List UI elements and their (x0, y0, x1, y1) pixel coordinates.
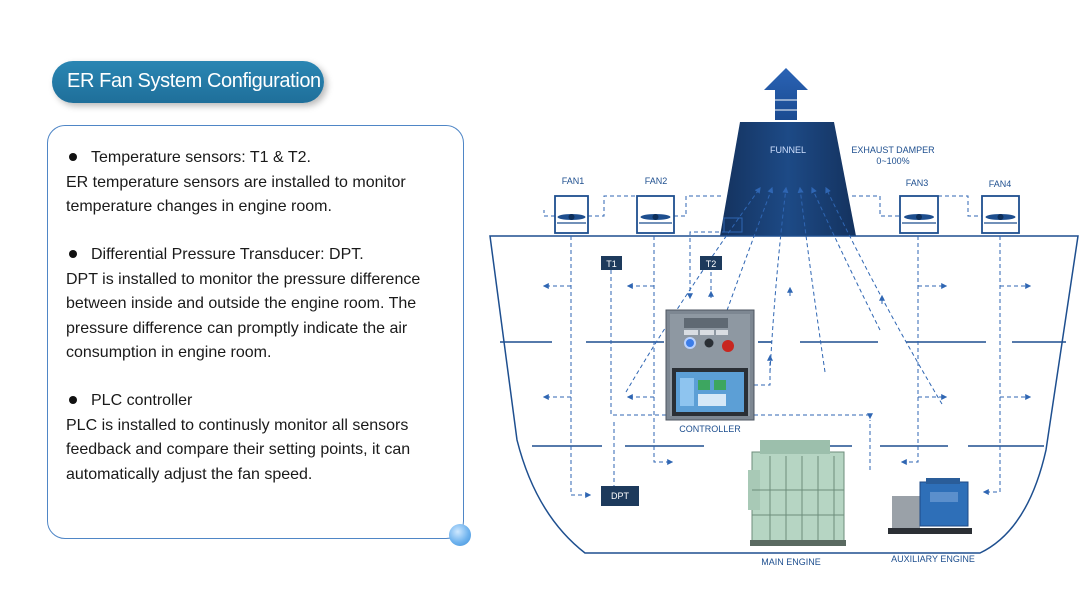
fan-unit (899, 195, 939, 234)
main-engine (748, 440, 846, 546)
fan-label: FAN4 (989, 179, 1012, 189)
controller-label: CONTROLLER (679, 424, 741, 434)
dpt-label: DPT (611, 491, 630, 501)
t1-sensor (601, 256, 622, 270)
auxiliary-engine-label: AUXILIARY ENGINE (891, 554, 975, 564)
bullet-icon (69, 152, 77, 161)
deck-lines (500, 341, 1066, 447)
section-dpt: Differential Pressure Transducer: DPT. D… (66, 243, 456, 366)
funnel-label: FUNNEL (770, 145, 806, 155)
fan-label: FAN2 (645, 176, 668, 186)
dpt-sensor (601, 486, 639, 506)
section-heading: Differential Pressure Transducer: DPT. (91, 246, 364, 263)
hull-outline (489, 235, 1079, 554)
fan-unit (636, 195, 675, 234)
controller-cabinet (665, 309, 755, 421)
section-body: PLC is installed to continusly monitor a… (66, 416, 411, 483)
section-heading: PLC controller (91, 392, 193, 409)
section-heading: Temperature sensors: T1 & T2. (91, 149, 311, 166)
description-card (47, 125, 464, 539)
damper-range-label: 0~100% (876, 156, 909, 166)
section-plc: PLC controller PLC is installed to conti… (66, 389, 456, 487)
exhaust-damper-label: EXHAUST DAMPER (851, 145, 935, 155)
section-body: ER temperature sensors are installed to … (66, 173, 406, 216)
section-body: DPT is installed to monitor the pressure… (66, 270, 421, 362)
t2-label: T2 (706, 259, 717, 269)
t1-label: T1 (606, 259, 617, 269)
decorative-dot (449, 524, 471, 546)
auxiliary-engine (888, 478, 972, 534)
damper-sensor (723, 217, 743, 233)
fan-label: FAN3 (906, 178, 929, 188)
fan-unit (981, 195, 1020, 234)
page-title: ER Fan System Configuration (67, 70, 321, 92)
title-banner: ER Fan System Configuration (52, 61, 324, 103)
t2-sensor (700, 256, 722, 270)
funnel (720, 122, 856, 236)
section-temperature: Temperature sensors: T1 & T2. ER tempera… (66, 146, 456, 220)
fan-unit (554, 195, 589, 234)
exhaust-arrow-icon (764, 68, 808, 120)
bullet-icon (69, 395, 77, 404)
main-engine-label: MAIN ENGINE (761, 557, 821, 567)
fan-label: FAN1 (562, 176, 585, 186)
bullet-icon (69, 249, 77, 258)
